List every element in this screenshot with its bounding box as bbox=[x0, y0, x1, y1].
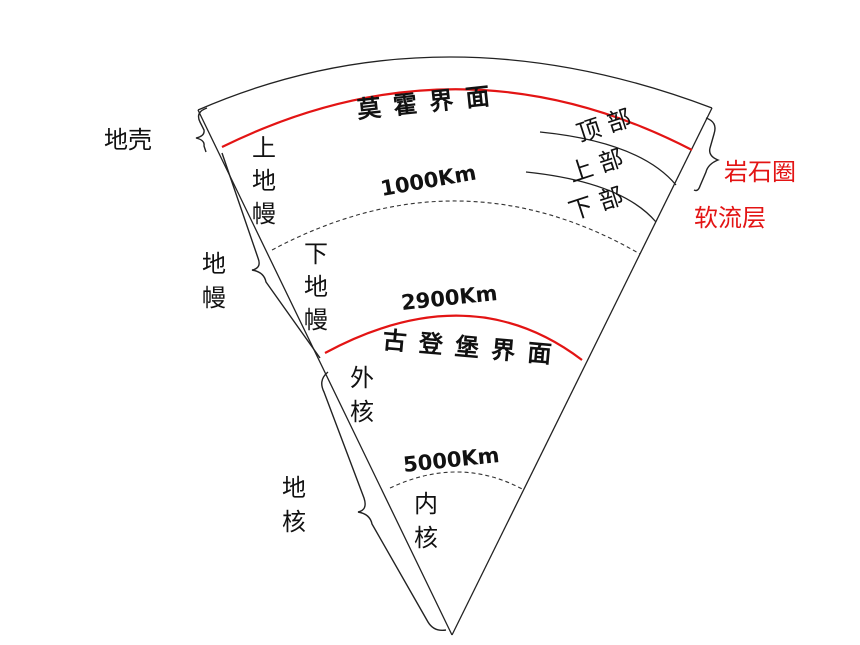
lower-mantle-label: 下地幔 bbox=[304, 240, 328, 334]
lower-part-label: 下 部 bbox=[565, 182, 627, 226]
upper-mantle-label: 上地幔 bbox=[252, 134, 276, 228]
mantle-brace bbox=[221, 152, 321, 359]
depth-1000km-label: 1000Km bbox=[379, 161, 478, 201]
boundary-1000km-line bbox=[271, 200, 641, 255]
asthenosphere-top-line bbox=[539, 131, 677, 186]
asthenosphere-bottom-line bbox=[525, 171, 657, 223]
mantle-label: 地幔 bbox=[202, 250, 226, 312]
gutenberg-boundary-label: 古 登 堡 界 面 bbox=[381, 325, 554, 369]
core-brace bbox=[321, 371, 447, 632]
sector-outer-arc bbox=[197, 56, 713, 111]
crust-label: 地壳 bbox=[104, 126, 152, 154]
moho-boundary-line bbox=[221, 88, 693, 151]
sector-right-edge bbox=[451, 107, 713, 636]
inner-core-label: 内核 bbox=[414, 490, 438, 552]
depth-2900km-label: 2900Km bbox=[400, 281, 499, 315]
lithosphere-label: 岩石圈 bbox=[724, 158, 796, 186]
crust-brace bbox=[195, 107, 208, 153]
outer-core-label: 外核 bbox=[350, 364, 374, 426]
gutenberg-boundary-line bbox=[324, 314, 583, 361]
boundary-5000km-line bbox=[389, 471, 525, 491]
moho-boundary-label: 莫 霍 界 面 bbox=[356, 81, 493, 124]
core-label: 地核 bbox=[282, 474, 306, 536]
asthenosphere-label: 软流层 bbox=[694, 204, 766, 232]
sector-left-edge bbox=[197, 109, 453, 636]
depth-5000km-label: 5000Km bbox=[402, 443, 501, 477]
top-part-label: 顶 部 bbox=[573, 104, 635, 148]
lithosphere-brace bbox=[693, 117, 720, 192]
